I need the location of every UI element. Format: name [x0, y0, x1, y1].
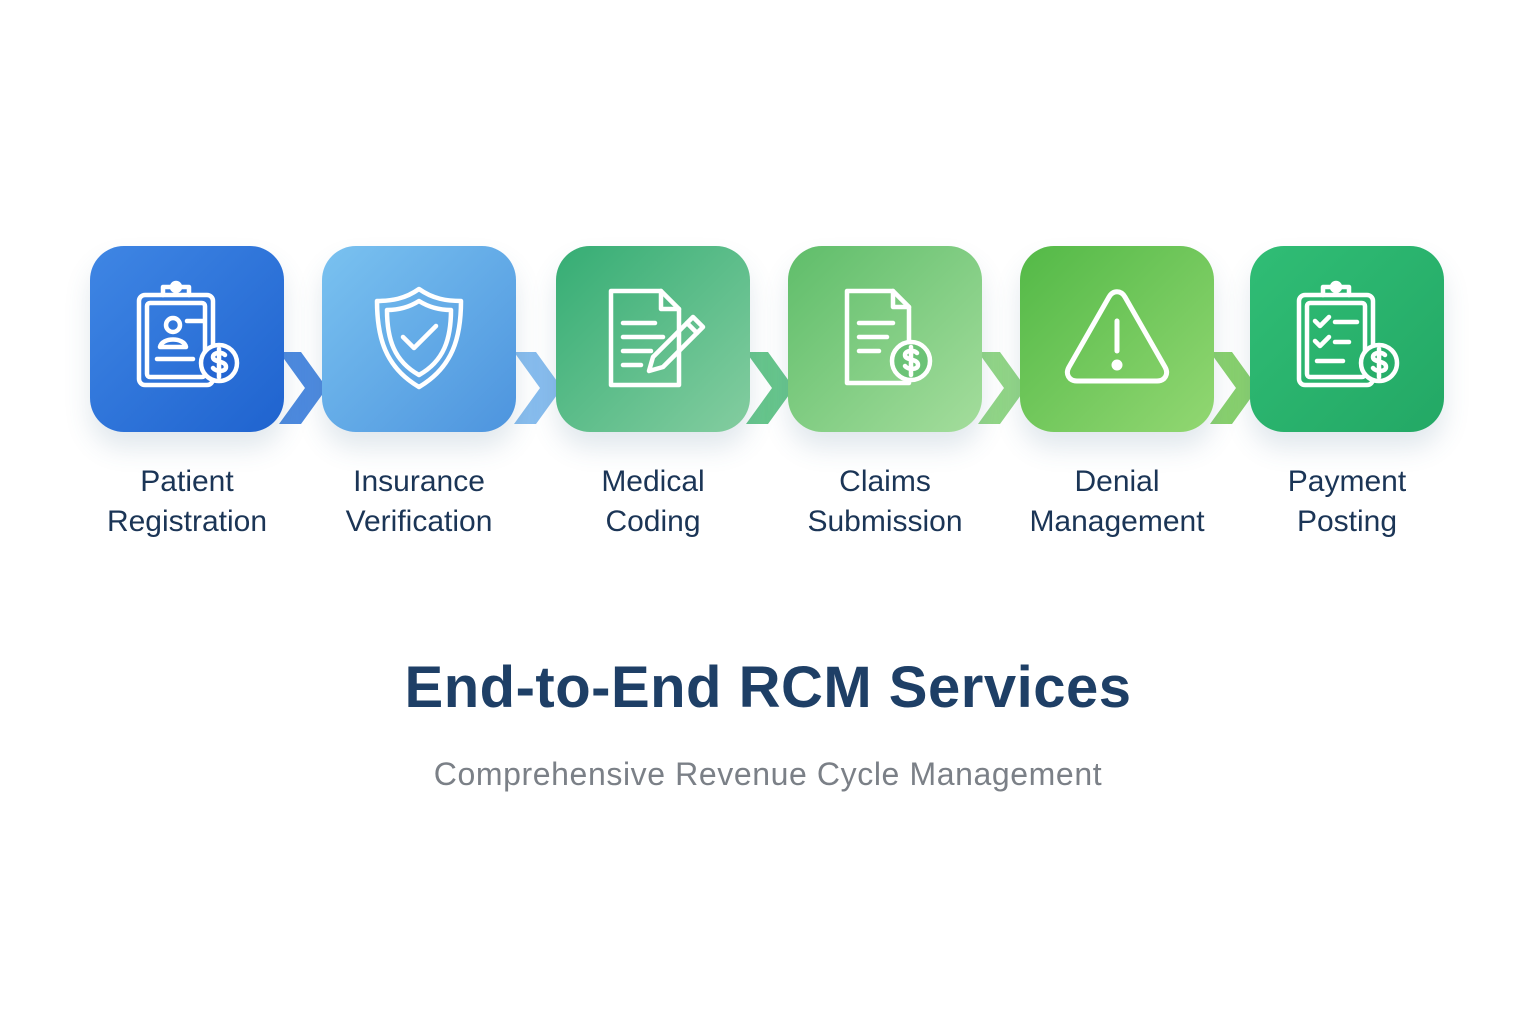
step-denial-management: Denial Management: [1020, 246, 1214, 542]
step-label-line2: Registration: [106, 505, 268, 538]
step-label-line1: Patient: [140, 465, 234, 498]
step-tile: [556, 246, 750, 432]
step-label-line1: Medical: [601, 465, 705, 498]
step-insurance-verification: Insurance Verification: [322, 246, 516, 542]
document-pencil-icon: [608, 288, 706, 388]
chevron-connector-3: [746, 352, 794, 424]
chevron-connector-5: [1210, 352, 1258, 424]
clipboard-user-dollar-icon: [136, 280, 240, 388]
page-title: End-to-End RCM Services: [404, 655, 1132, 720]
step-label: Denial Management: [987, 462, 1247, 542]
step-label-line1: Denial: [1074, 465, 1160, 498]
step-tile: [1250, 246, 1444, 432]
step-label: Medical Coding: [523, 462, 783, 542]
page-subtitle: Comprehensive Revenue Cycle Management: [433, 756, 1103, 792]
chevron-connector-1: [279, 352, 327, 424]
step-tile: [1020, 246, 1214, 432]
step-tile: [90, 246, 284, 432]
chevron-connector-4: [978, 352, 1026, 424]
step-payment-posting: Payment Posting: [1250, 246, 1444, 542]
step-label-line1: Claims: [839, 465, 931, 498]
warning-triangle-icon: [1064, 289, 1170, 384]
step-tile: [788, 246, 982, 432]
document-dollar-icon: [844, 288, 933, 386]
step-label: Payment Posting: [1217, 462, 1477, 542]
step-medical-coding: Medical Coding: [556, 246, 750, 542]
step-label-line2: Coding: [605, 505, 701, 538]
step-label-line2: Verification: [345, 505, 493, 538]
step-tile: [322, 246, 516, 432]
step-claims-submission: Claims Submission: [788, 246, 982, 542]
step-label-line2: Submission: [807, 505, 963, 538]
step-label-line2: Posting: [1296, 505, 1398, 538]
clipboard-checklist-dollar-icon: [1296, 280, 1400, 388]
step-patient-registration: Patient Registration: [90, 246, 284, 542]
shield-check-icon: [374, 286, 464, 390]
step-label-line1: Payment: [1287, 465, 1407, 498]
chevron-connector-2: [514, 352, 562, 424]
step-label-line2: Management: [1029, 505, 1205, 538]
step-label-line1: Insurance: [353, 465, 485, 498]
step-label: Claims Submission: [755, 462, 1015, 542]
step-label: Patient Registration: [57, 462, 317, 542]
step-label: Insurance Verification: [289, 462, 549, 542]
